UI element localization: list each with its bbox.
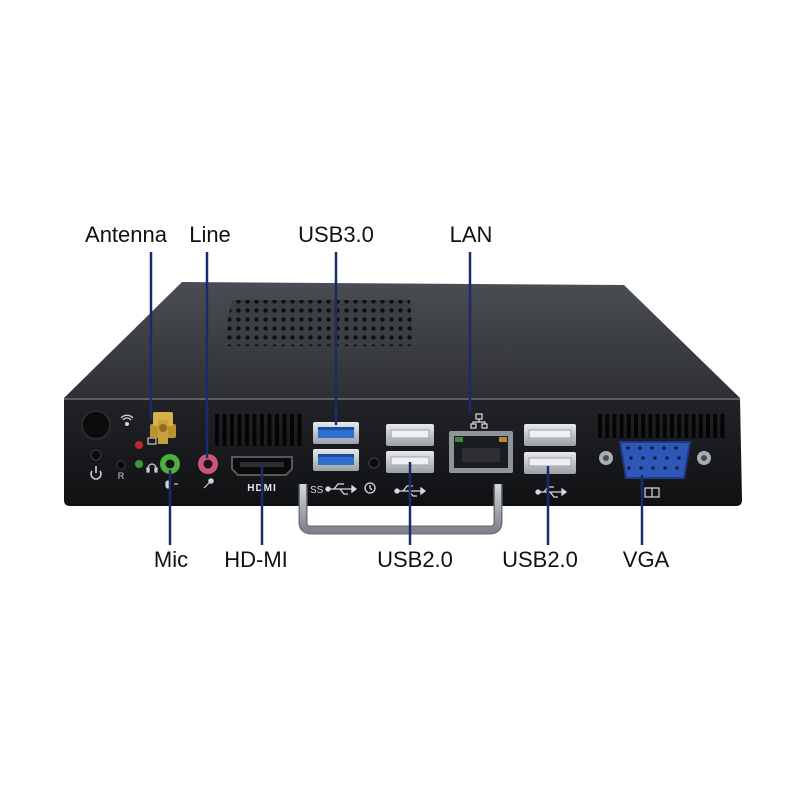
- vent-slot: [698, 414, 703, 438]
- vent-slot: [691, 414, 696, 438]
- usb2-port-b-top[interactable]: [524, 424, 576, 446]
- vent-slot: [297, 414, 302, 446]
- vent-slot: [684, 414, 689, 438]
- vent-slot: [641, 414, 646, 438]
- vent-slot: [612, 414, 617, 438]
- vent-slots-right: [598, 414, 725, 438]
- vent-slot: [706, 414, 710, 438]
- headphone-icon: [146, 463, 158, 473]
- lan-port[interactable]: [449, 431, 513, 473]
- vent-slot: [655, 414, 660, 438]
- vent-slots-left: [215, 414, 302, 446]
- vga-pin: [629, 456, 633, 460]
- wifi-icon: [120, 414, 134, 427]
- vga-pin: [638, 446, 642, 450]
- line-out-icon: [203, 478, 214, 489]
- power-button[interactable]: [81, 410, 111, 440]
- callout-lines: [149, 252, 644, 545]
- vga-pin: [665, 456, 669, 460]
- reset-marking: R: [118, 471, 125, 481]
- line-out-jack[interactable]: [198, 454, 218, 474]
- vent-slot: [619, 414, 624, 438]
- vent-slot: [215, 414, 219, 446]
- vent-slot: [626, 414, 631, 438]
- vga-pins: [626, 446, 681, 470]
- vga-pin: [663, 466, 667, 470]
- vga-pin: [662, 446, 666, 450]
- usb-charge-icon: [364, 482, 376, 494]
- vent-slot: [282, 414, 287, 446]
- vga-pin: [674, 446, 678, 450]
- usb2-port-a-top[interactable]: [386, 424, 434, 446]
- reset-pinhole[interactable]: [116, 460, 126, 470]
- vga-pin: [651, 466, 655, 470]
- label-line: Line: [189, 222, 231, 247]
- vga-port[interactable]: [599, 441, 711, 479]
- status-led-green: [135, 460, 143, 468]
- usb3-port-top[interactable]: [313, 422, 359, 444]
- vent-slot: [222, 414, 227, 446]
- vga-pin: [650, 446, 654, 450]
- vent-slot: [260, 414, 264, 446]
- vga-pin: [653, 456, 657, 460]
- lan-icon: [470, 413, 488, 429]
- vga-pin: [639, 466, 643, 470]
- usb3-port-bottom[interactable]: [313, 449, 359, 471]
- vent-slot: [230, 414, 234, 446]
- carry-handle: [298, 484, 503, 535]
- vent-slot: [662, 414, 667, 438]
- mic-jack[interactable]: [160, 454, 180, 474]
- vent-slot: [252, 414, 257, 446]
- vga-pin: [677, 456, 681, 460]
- vga-pin: [675, 466, 679, 470]
- label-usb20-a: USB2.0: [377, 547, 453, 572]
- vga-pin: [626, 446, 630, 450]
- label-antenna: Antenna: [85, 222, 167, 247]
- usb-icon: [535, 486, 568, 498]
- label-hdmi: HD-MI: [224, 547, 288, 572]
- vent-slot: [670, 414, 674, 438]
- vent-slot: [598, 414, 602, 438]
- vent-slot: [605, 414, 610, 438]
- vent-slot: [237, 414, 242, 446]
- audio-pinhole: [368, 457, 380, 469]
- label-mic: Mic: [153, 547, 189, 572]
- label-usb20-b: USB2.0: [502, 547, 578, 572]
- status-led-red: [135, 441, 143, 449]
- vent-slot: [677, 414, 682, 438]
- vent-slot: [634, 414, 638, 438]
- vent-slot: [290, 414, 294, 446]
- vent-slot: [648, 414, 653, 438]
- usb2-port-b-bottom[interactable]: [524, 452, 576, 474]
- vga-pin: [641, 456, 645, 460]
- reset-button[interactable]: [90, 449, 102, 461]
- usb-icon: [325, 483, 358, 495]
- vent-slot: [245, 414, 249, 446]
- vga-pin: [627, 466, 631, 470]
- vent-slot: [713, 414, 718, 438]
- vent-slot: [275, 414, 279, 446]
- label-vga: VGA: [622, 547, 670, 572]
- label-usb30: USB3.0: [298, 222, 374, 247]
- power-icon: [90, 466, 102, 480]
- vga-icon: [644, 487, 660, 498]
- vent-slot: [267, 414, 272, 446]
- label-lan: LAN: [449, 222, 493, 247]
- ss-usb-marking: SS: [310, 485, 324, 496]
- antenna-connector[interactable]: [150, 412, 176, 444]
- top-vent-mesh: [222, 300, 414, 346]
- vent-slot: [720, 414, 725, 438]
